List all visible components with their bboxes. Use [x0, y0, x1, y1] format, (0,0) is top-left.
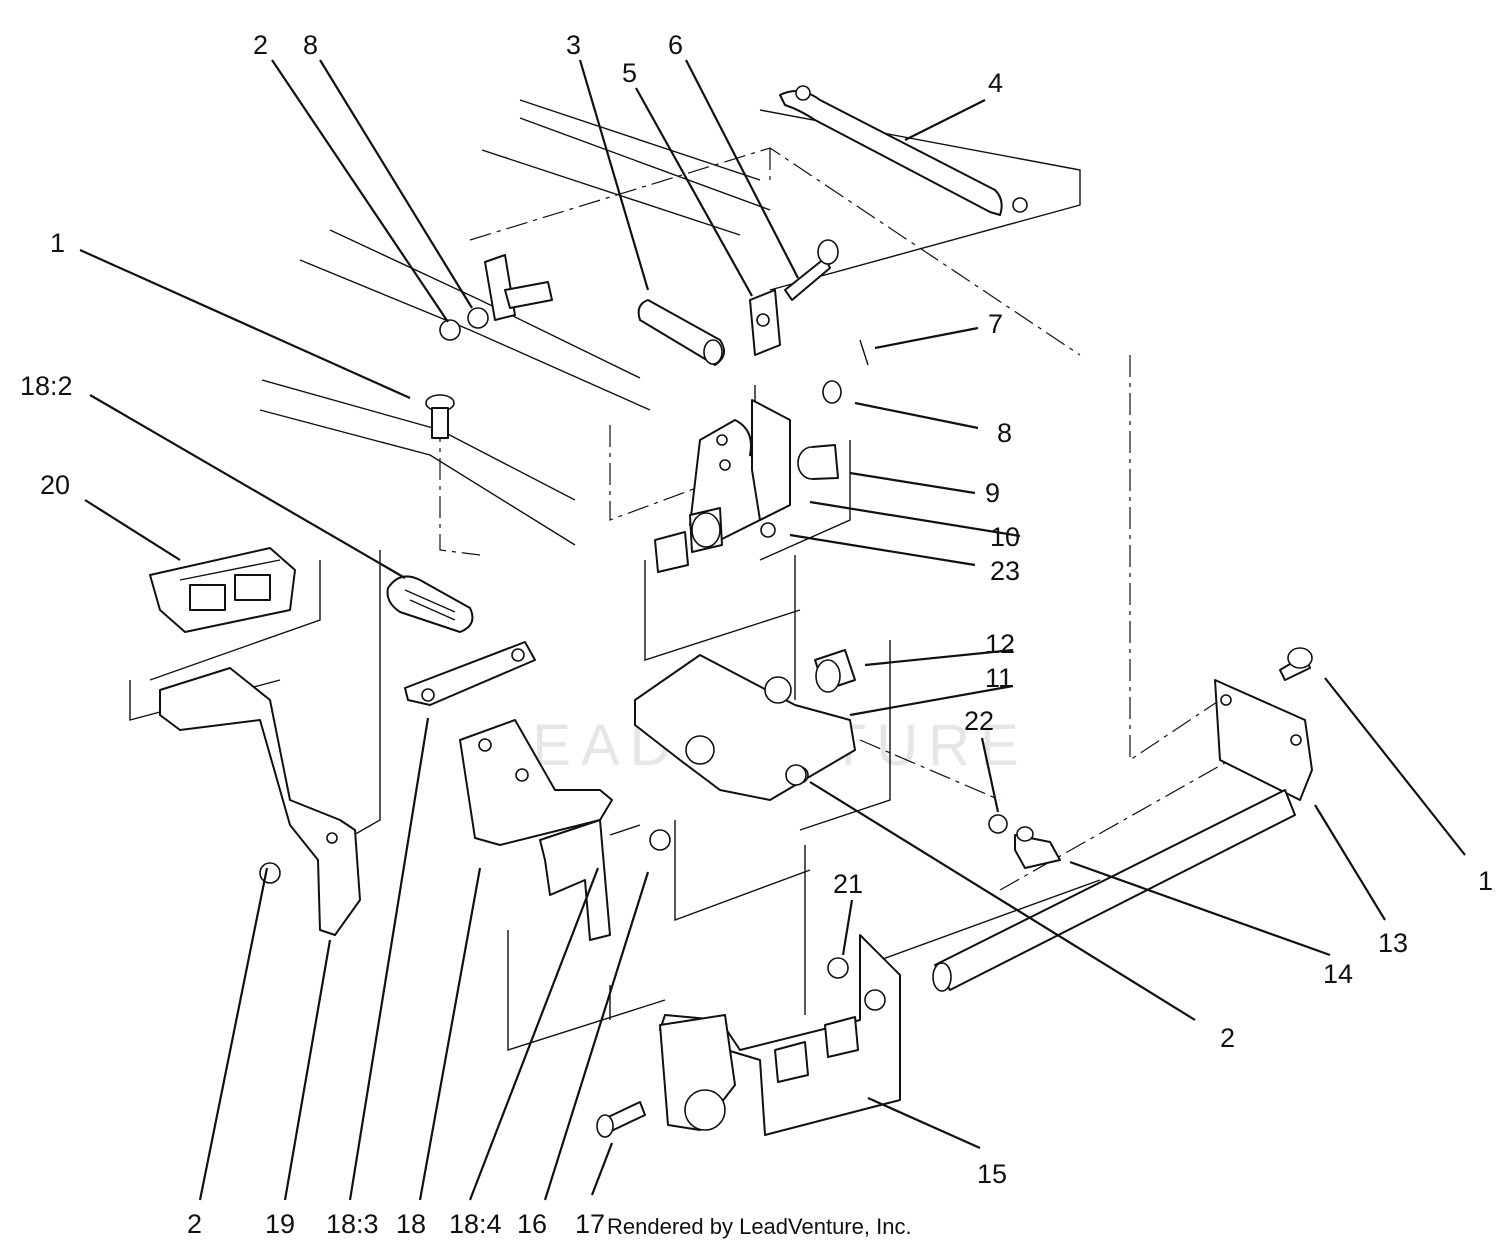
part-nut-23 — [760, 522, 776, 538]
part-pedal-18 — [459, 719, 613, 941]
callout-18-2: 18:2 — [20, 371, 73, 401]
callout-1-left: 1 — [50, 228, 65, 258]
callout-18-4: 18:4 — [449, 1209, 502, 1239]
part-rod-4 — [779, 85, 1028, 216]
part-bracket-15 — [659, 934, 901, 1136]
part-pedal-19 — [159, 667, 361, 936]
callout-12: 12 — [985, 629, 1015, 659]
leader-lines — [79, 59, 1466, 1201]
callout-15: 15 — [977, 1159, 1007, 1189]
part-bushing-9 — [797, 444, 839, 480]
part-cotter-7 — [859, 339, 869, 366]
part-clamp — [484, 254, 553, 321]
callout-2-bottom: 2 — [187, 1209, 202, 1239]
part-pad-18-2 — [386, 575, 474, 633]
callout-labels: 2 8 3 6 5 4 1 7 18:2 8 20 9 10 23 12 11 … — [20, 30, 1493, 1239]
part-pad-20 — [149, 547, 296, 633]
callout-17: 17 — [575, 1209, 605, 1239]
callout-2-right: 2 — [1220, 1023, 1235, 1053]
callout-5: 5 — [622, 58, 637, 88]
callout-1-right: 1 — [1478, 866, 1493, 896]
part-bolt-1-left — [425, 394, 455, 439]
part-nut-21 — [827, 957, 849, 979]
callout-7: 7 — [988, 309, 1003, 339]
callout-18: 18 — [396, 1209, 426, 1239]
callout-23: 23 — [990, 556, 1020, 586]
part-nut-2-right — [785, 764, 807, 786]
callout-11: 11 — [985, 663, 1013, 693]
part-nut-22 — [988, 814, 1008, 834]
part-nut-2-top — [439, 319, 461, 341]
callout-18-3: 18:3 — [326, 1209, 379, 1239]
part-washer-8-right — [822, 380, 842, 404]
callout-14: 14 — [1323, 959, 1353, 989]
part-bolt-6 — [784, 239, 839, 301]
part-bracket-11 — [634, 654, 856, 801]
chassis-outline — [129, 99, 1281, 1051]
callout-20: 20 — [40, 470, 70, 500]
callout-2-top: 2 — [253, 30, 268, 60]
part-pad-18-3 — [404, 641, 536, 706]
callout-9: 9 — [985, 478, 1000, 508]
callout-3: 3 — [566, 30, 581, 60]
callout-22: 22 — [964, 706, 994, 736]
part-washer-8-top — [467, 307, 489, 329]
part-bolt-17 — [596, 1101, 646, 1138]
part-shaft-13 — [932, 679, 1313, 992]
callout-6: 6 — [668, 30, 683, 60]
part-nut-2-bottom — [259, 862, 281, 884]
part-bushing-12 — [814, 649, 856, 693]
callout-4: 4 — [988, 68, 1003, 98]
part-bolt-1-right — [1279, 647, 1313, 681]
part-nut-16 — [649, 829, 671, 851]
part-bushing-arm — [654, 507, 723, 573]
callout-19: 19 — [265, 1209, 295, 1239]
render-credit: Rendered by LeadVenture, Inc. — [607, 1214, 912, 1239]
part-fitting-14 — [1014, 826, 1061, 869]
callout-8-top: 8 — [303, 30, 318, 60]
callout-8-right: 8 — [997, 418, 1012, 448]
callout-13: 13 — [1378, 928, 1408, 958]
part-pin-18-4 — [609, 824, 641, 836]
callout-16: 16 — [517, 1209, 547, 1239]
part-pin-3 — [637, 299, 725, 366]
callout-21: 21 — [833, 869, 863, 899]
callout-10: 10 — [990, 522, 1020, 552]
part-bracket-5 — [749, 289, 781, 356]
